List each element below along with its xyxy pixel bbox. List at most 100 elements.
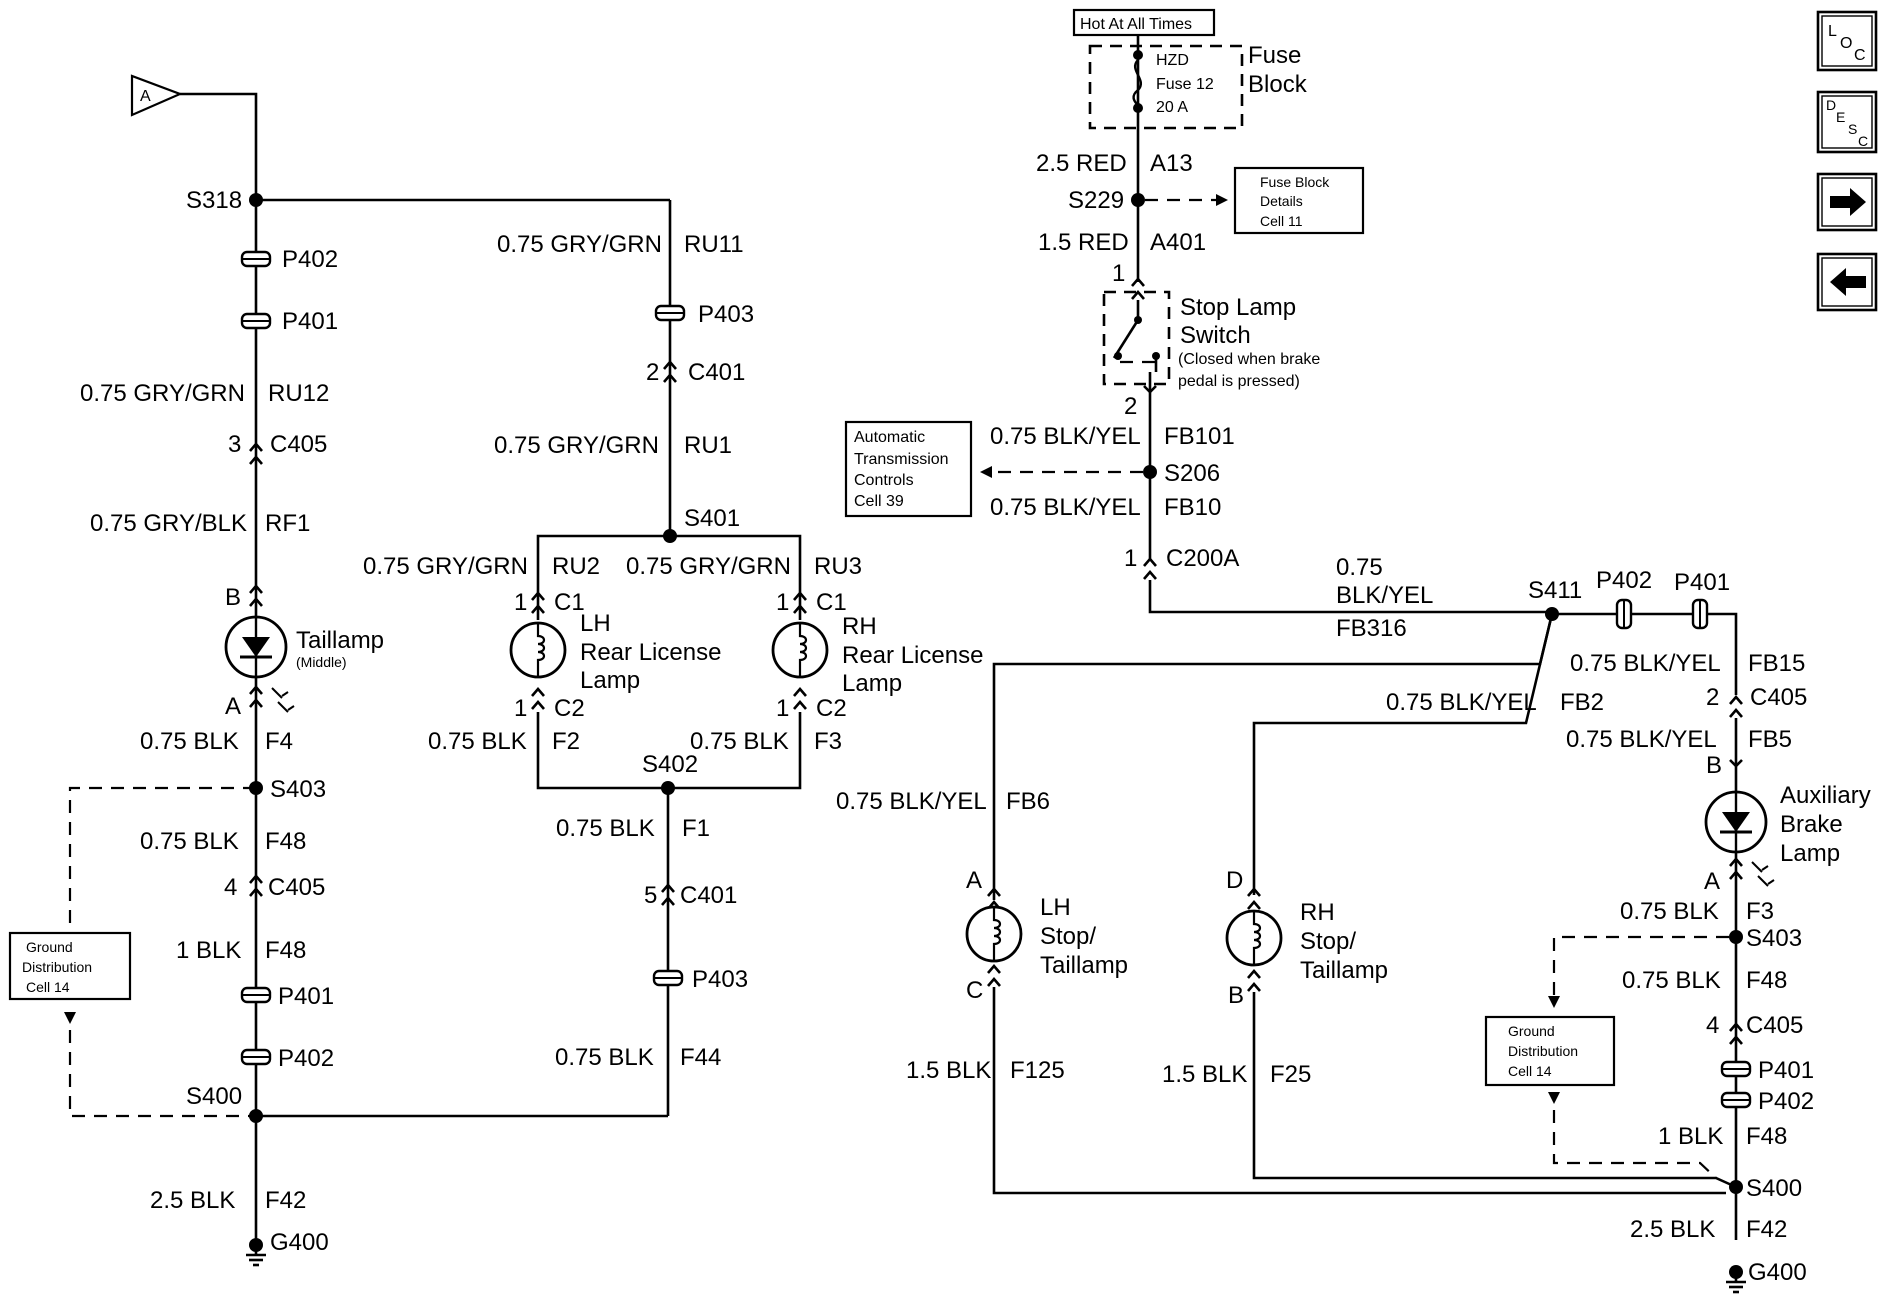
switch-line4: pedal is pressed) <box>1178 373 1300 390</box>
c401b-label: C401 <box>680 882 737 909</box>
taillamp-middle <box>224 615 288 679</box>
fb5-circuit: FB5 <box>1748 726 1792 753</box>
ref-a-label: A <box>140 88 151 105</box>
a401-color: 1.5 RED <box>1038 229 1129 256</box>
hot-at-all-times-box <box>1072 8 1216 37</box>
taillamp-middle-label: (Middle) <box>296 654 347 670</box>
taillamp-label: Taillamp <box>296 627 384 654</box>
ground-icon <box>244 1243 268 1267</box>
s229-label: S229 <box>1068 187 1124 214</box>
grommet-p401 <box>240 312 272 330</box>
lh-rear-license-lamp <box>509 621 567 679</box>
back-button[interactable] <box>1816 252 1878 312</box>
splice-s400 <box>1729 1180 1743 1194</box>
a13-circuit: A13 <box>1150 150 1193 177</box>
c401b-pin: 5 <box>644 882 657 909</box>
rh-stop-line1: RH <box>1300 899 1335 926</box>
loc-o: O <box>1840 35 1852 52</box>
fuse-amp: 20 A <box>1156 99 1188 116</box>
aux-a-pin: A <box>1704 868 1720 895</box>
f125-color: 1.5 BLK <box>906 1057 991 1084</box>
desc-s: S <box>1848 121 1857 137</box>
rh-lamp-line3: Lamp <box>842 670 902 697</box>
lh-stop-taillamp <box>965 905 1023 963</box>
c405-label: C405 <box>270 431 327 458</box>
lh-c1-label: C1 <box>554 589 585 616</box>
switch-pin2: 2 <box>1124 393 1137 420</box>
rh-d-pin: D <box>1226 867 1243 894</box>
fb2-circuit: FB2 <box>1560 689 1604 716</box>
automatic-transmission-controls-box[interactable] <box>844 420 973 518</box>
desc-e: E <box>1836 109 1845 125</box>
p403b-label: P403 <box>692 966 748 993</box>
fb101-color: 0.75 BLK/YEL <box>990 423 1141 450</box>
lh-c-pin: C <box>966 977 983 1004</box>
fb15-color: 0.75 BLK/YEL <box>1570 650 1721 677</box>
loc-button[interactable]: L O C <box>1816 10 1878 72</box>
fb6-circuit: FB6 <box>1006 788 1050 815</box>
lh-stop-line1: LH <box>1040 894 1071 921</box>
ru3-circuit: RU3 <box>814 553 862 580</box>
rf1-circuit: RF1 <box>265 510 310 537</box>
f42-color: 2.5 BLK <box>1630 1216 1715 1243</box>
c200a-label: C200A <box>1166 545 1239 572</box>
fb10-circuit: FB10 <box>1164 494 1221 521</box>
grommet-p401-b <box>1720 1060 1752 1078</box>
connector-rh-c2 <box>792 687 808 711</box>
fuse-icon <box>1132 59 1143 107</box>
rh-b-pin: B <box>1228 982 1244 1009</box>
atc-line4: Cell 39 <box>854 493 904 510</box>
grommet-p401 <box>1691 598 1709 630</box>
lh-stop-line3: Taillamp <box>1040 952 1128 979</box>
forward-arrow-icon <box>1830 188 1866 216</box>
f125-circuit: F125 <box>1010 1057 1065 1084</box>
ru2-circuit: RU2 <box>552 553 600 580</box>
ru1-color: 0.75 GRY/GRN <box>494 432 659 459</box>
fb316-circuit: FB316 <box>1336 615 1407 642</box>
c405b-pin: 4 <box>1706 1012 1719 1039</box>
fb15-circuit: FB15 <box>1748 650 1805 677</box>
ru11-color: 0.75 GRY/GRN <box>497 231 662 258</box>
f3-circuit: F3 <box>814 728 842 755</box>
f2-color: 0.75 BLK <box>428 728 527 755</box>
lh-lamp-line1: LH <box>580 610 611 637</box>
s206-label: S206 <box>1164 460 1220 487</box>
f25-circuit: F25 <box>1270 1061 1311 1088</box>
aux-b-pin: B <box>1706 752 1722 779</box>
fb6-color: 0.75 BLK/YEL <box>836 788 987 815</box>
ground-distribution-box[interactable] <box>8 931 132 1001</box>
left-circuit: A S318 P402 P401 0.75 GRY/GRN RU12 3 C40… <box>8 74 983 1267</box>
desc-d: D <box>1826 97 1836 113</box>
stop-lamp-switch-outline <box>1102 290 1171 386</box>
f42-color: 2.5 BLK <box>150 1187 235 1214</box>
ground-distribution-box[interactable] <box>1484 1015 1616 1087</box>
forward-button[interactable] <box>1816 172 1878 232</box>
atc-line2: Transmission <box>854 451 949 468</box>
fuse-number: Fuse 12 <box>1156 76 1214 93</box>
s403-label: S403 <box>270 776 326 803</box>
fbd-line1: Fuse Block <box>1260 174 1330 190</box>
taillamp-a-pin: A <box>225 693 241 720</box>
c405b-label: C405 <box>268 874 325 901</box>
loc-l: L <box>1828 23 1837 40</box>
lh-c2-label: C2 <box>554 695 585 722</box>
lh-a-pin: A <box>966 867 982 894</box>
desc-c: C <box>1858 133 1868 149</box>
auxiliary-brake-lamp <box>1704 790 1768 854</box>
s401-label: S401 <box>684 505 740 532</box>
gd-line3: Cell 14 <box>26 979 70 995</box>
atc-line3: Controls <box>854 472 914 489</box>
fuse-name: HZD <box>1156 52 1189 69</box>
fbd-line3: Cell 11 <box>1260 213 1303 229</box>
fuse-block-outline <box>1088 44 1244 130</box>
f3-circuit: F3 <box>1746 898 1774 925</box>
gd-line1: Ground <box>1508 1023 1555 1039</box>
fuse-block-details-box[interactable] <box>1233 166 1365 235</box>
switch-line2: Switch <box>1180 322 1251 349</box>
aux-line2: Brake <box>1780 811 1843 838</box>
fb5-color: 0.75 BLK/YEL <box>1566 726 1717 753</box>
desc-button[interactable]: D E S C <box>1816 90 1878 154</box>
c200a-pin: 1 <box>1124 545 1137 572</box>
p401b-label: P401 <box>278 983 334 1010</box>
back-arrow-icon <box>1830 268 1866 296</box>
